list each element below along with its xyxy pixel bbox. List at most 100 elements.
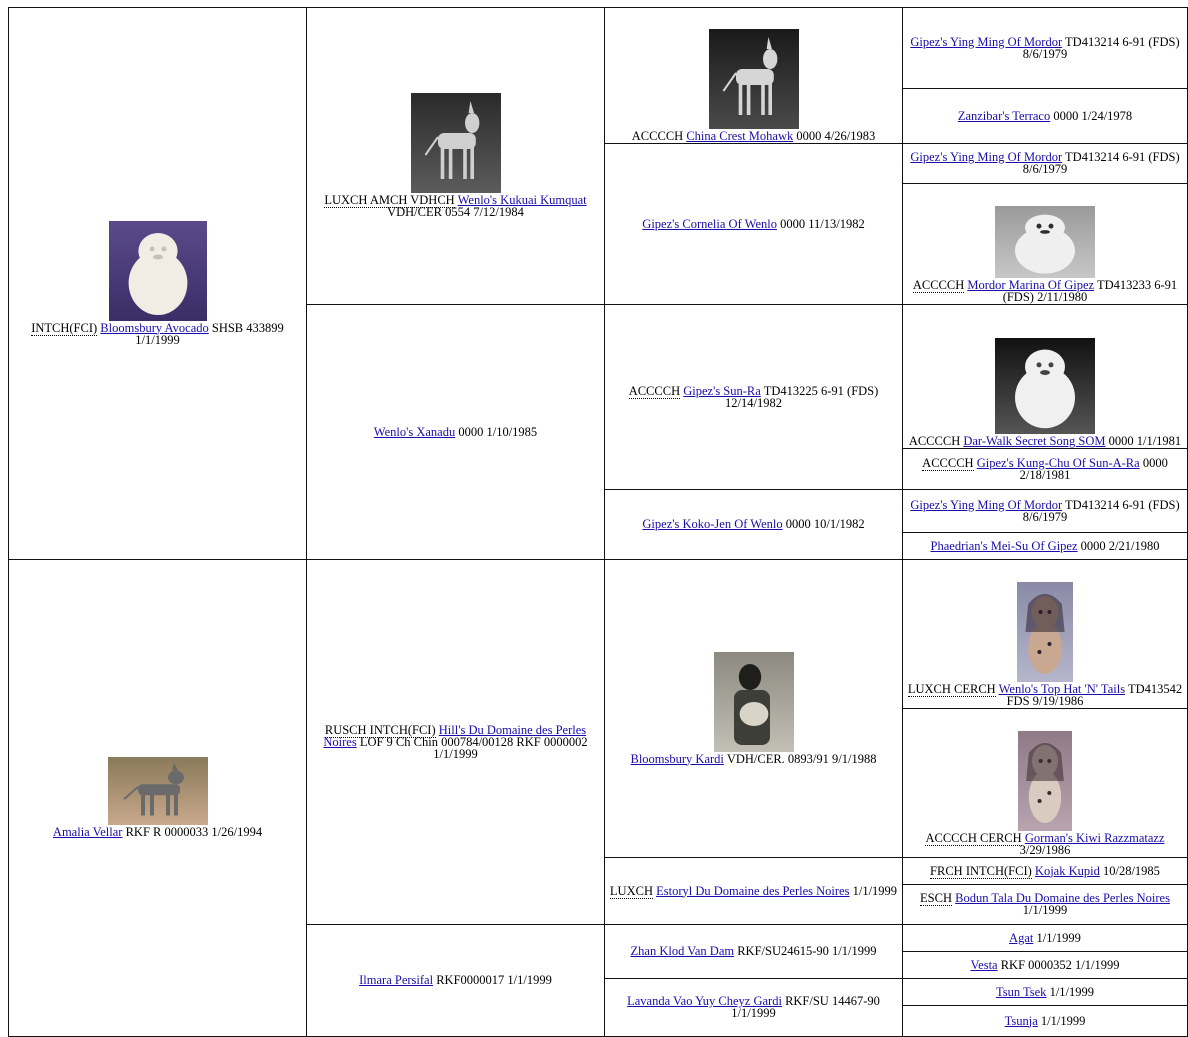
dog-titles: ACCCCH [631,129,684,144]
dog-name-link[interactable]: Gipez's Ying Ming Of Mordor [910,34,1063,49]
pedigree-cell-agat: Agat 1/1/1999 [902,924,1188,952]
china-crest-mohawk-photo[interactable] [708,29,799,130]
dog-name-link[interactable]: Lavanda Vao Yuy Cheyz Gardi [627,994,782,1008]
dog-name-link[interactable]: Tsunja [1004,1013,1038,1028]
dog-name-link[interactable]: Estoryl Du Domaine des Perles Noires [656,883,850,898]
dog-entry: Bloomsbury Kardi VDH/CER. 0893/91 9/1/19… [630,751,877,766]
dog-name-link[interactable]: Gipez's Cornelia Of Wenlo [642,216,777,231]
dog-entry: INTCH(FCI) Bloomsbury Avocado SHSB 43389… [12,320,303,347]
dog-titles: ACCCCH CERCH [925,831,1022,846]
dog-details: 0000 11/13/1982 [780,216,865,231]
dog-details: 1/1/1999 [852,883,898,898]
pedigree-cell-kojak-kupid: FRCH INTCH(FCI) Kojak Kupid 10/28/1985 [902,857,1188,885]
dog-details: 3/29/1986 [1019,843,1071,857]
dog-details: TD413542 FDS 9/19/1986 [1006,682,1183,708]
dog-name-link[interactable]: Agat [1009,930,1034,945]
dog-details: RKF 0000352 1/1/1999 [1000,957,1120,972]
dog-entry: ACCCCH CERCH Gorman's Kiwi Razzmatazz 3/… [906,831,1184,857]
dog-details: 1/1/1999 [1049,984,1095,999]
dog-entry: LUXCH AMCH VDHCH Wenlo's Kukuai Kumquat … [310,193,601,218]
pedigree-cell-estoryl-du-domaine-des-perles-noires: LUXCH Estoryl Du Domaine des Perles Noir… [604,857,903,925]
dog-details: 0000 10/1/1982 [785,517,865,531]
dog-details: 0000 1/24/1978 [1053,108,1133,123]
dog-name-link[interactable]: Amalia Vellar [52,825,123,839]
dog-entry: RUSCH INTCH(FCI) Hill's Du Domaine des P… [310,722,601,761]
dog-details: RKF/SU24615-90 1/1/1999 [737,944,877,958]
dog-entry: Zanzibar's Terraco 0000 1/24/1978 [957,108,1133,123]
pedigree-cell-dar-walk-secret-song-som: ACCCCH Dar-Walk Secret Song SOM 0000 1/1… [902,304,1188,449]
dog-details: 1/1/1999 [1022,903,1068,917]
dog-titles: ESCH [920,891,952,906]
dog-name-link[interactable]: Tsun Tsek [995,984,1047,999]
pedigree-cell-vesta: Vesta RKF 0000352 1/1/1999 [902,951,1188,979]
dog-entry: Phaedrian's Mei-Su Of Gipez 0000 2/21/19… [930,538,1160,553]
dog-details: SHSB 433899 1/1/1999 [135,320,284,347]
dog-entry: Gipez's Ying Ming Of Mordor TD413214 6-9… [906,150,1184,176]
dog-titles: ACCCCH [922,455,974,471]
pedigree-cell-bodun-tala-du-domaine-des-perles-noires: ESCH Bodun Tala Du Domaine des Perles No… [902,884,1188,925]
dog-name-link[interactable]: Wenlo's Xanadu [373,424,456,439]
pedigree-cell-tsun-tsek: Tsun Tsek 1/1/1999 [902,978,1188,1006]
dog-name-link[interactable]: Bloomsbury Avocado [100,320,209,335]
dog-details: TD413214 6-91 (FDS) 8/6/1979 [1022,34,1180,61]
dog-name-link[interactable]: Gipez's Ying Ming Of Mordor [910,150,1063,164]
dog-name-link[interactable]: Gipez's Sun-Ra [683,383,761,398]
dog-name-link[interactable]: Zanzibar's Terraco [957,108,1051,123]
kiwi-razzmatazz-photo[interactable] [1018,731,1072,832]
dog-name-link[interactable]: Mordor Marina Of Gipez [967,278,1095,292]
pedigree-cell-zanzibar-s-terraco: Zanzibar's Terraco 0000 1/24/1978 [902,88,1188,144]
pedigree-cell-tsunja: Tsunja 1/1/1999 [902,1005,1188,1037]
amalia-vellar-photo[interactable] [107,757,208,826]
dog-titles: INTCH(FCI) [31,320,98,336]
dog-name-link[interactable]: Gipez's Kung-Chu Of Sun-A-Ra [976,455,1140,470]
pedigree-cell-lavanda-vao-yuy-cheyz-gardi: Lavanda Vao Yuy Cheyz Gardi RKF/SU 14467… [604,978,903,1037]
dog-name-link[interactable]: Gipez's Ying Ming Of Mordor [910,497,1063,512]
dog-entry: Agat 1/1/1999 [1009,930,1081,945]
dog-entry: ESCH Bodun Tala Du Domaine des Perles No… [906,891,1184,917]
dog-name-link[interactable]: Vesta [970,957,998,972]
dog-name-link[interactable]: Dar-Walk Secret Song SOM [963,434,1106,448]
dog-name-link[interactable]: Wenlo's Kukuai Kumquat [457,193,587,207]
dog-name-link[interactable]: Kojak Kupid [1034,863,1100,878]
mordor-marina-photo[interactable] [995,206,1095,279]
dog-entry: ACCCCH Dar-Walk Secret Song SOM 0000 1/1… [908,434,1182,449]
dog-name-link[interactable]: Gorman's Kiwi Razzmatazz [1024,831,1165,845]
kukuai-kumquat-photo[interactable] [410,93,501,194]
dog-details: 0000 1/1/1981 [1108,434,1182,448]
dog-titles: FRCH INTCH(FCI) [930,863,1032,879]
dog-name-link[interactable]: Gipez's Koko-Jen Of Wenlo [642,517,783,531]
bloomsbury-kardi-photo[interactable] [713,651,794,753]
dog-titles: LUXCH CERCH [907,682,996,697]
pedigree-cell-gipez-s-ying-ming-of-mordor: Gipez's Ying Ming Of Mordor TD413214 6-9… [902,489,1188,533]
dog-name-link[interactable]: Zhan Klod Van Dam [630,944,735,958]
pedigree-cell-wenlo-s-top-hat-n-tails: LUXCH CERCH Wenlo's Top Hat 'N' Tails TD… [902,559,1188,709]
dog-name-link[interactable]: China Crest Mohawk [686,129,794,143]
pedigree-cell-gipez-s-koko-jen-of-wenlo: Gipez's Koko-Jen Of Wenlo 0000 10/1/1982 [604,489,903,560]
dog-entry: Ilmara Persifal RKF0000017 1/1/1999 [359,973,552,987]
dog-name-link[interactable]: Bodun Tala Du Domaine des Perles Noires [955,891,1170,905]
dog-name-link[interactable]: Bloomsbury Kardi [630,751,724,766]
pedigree-cell-wenlo-s-kukuai-kumquat: LUXCH AMCH VDHCH Wenlo's Kukuai Kumquat … [306,7,605,305]
dog-entry: ACCCCH Gipez's Sun-Ra TD413225 6-91 (FDS… [608,383,899,410]
pedigree-cell-gipez-s-sun-ra: ACCCCH Gipez's Sun-Ra TD413225 6-91 (FDS… [604,304,903,490]
dog-name-link[interactable]: Hill's Du Domaine des Perles Noires [323,722,587,749]
bloomsbury-avocado-photo[interactable] [108,220,207,322]
pedigree-cell-gorman-s-kiwi-razzmatazz: ACCCCH CERCH Gorman's Kiwi Razzmatazz 3/… [902,708,1188,858]
dog-details: LOF 9 Ch Chin 000784/00128 RKF 0000002 1… [359,734,588,761]
top-hat-n-tails-photo[interactable] [1017,582,1073,683]
dog-entry: Gipez's Koko-Jen Of Wenlo 0000 10/1/1982 [642,517,865,531]
dog-details: 0000 4/26/1983 [796,129,876,143]
dog-name-link[interactable]: Phaedrian's Mei-Su Of Gipez [930,538,1078,553]
pedigree-cell-ilmara-persifal: Ilmara Persifal RKF0000017 1/1/1999 [306,924,605,1037]
dar-walk-secret-song-photo[interactable] [995,338,1095,435]
dog-details: TD413225 6-91 (FDS) 12/14/1982 [725,383,879,410]
pedigree-cell-mordor-marina-of-gipez: ACCCCH Mordor Marina Of Gipez TD413233 6… [902,183,1188,305]
dog-entry: Gipez's Ying Ming Of Mordor TD413214 6-9… [906,497,1184,523]
dog-entry: ACCCCH Gipez's Kung-Chu Of Sun-A-Ra 0000… [906,455,1184,481]
dog-name-link[interactable]: Wenlo's Top Hat 'N' Tails [998,682,1126,696]
dog-name-link[interactable]: Ilmara Persifal [359,973,434,987]
dog-entry: Wenlo's Xanadu 0000 1/10/1985 [373,424,537,439]
pedigree-cell-hill-s-du-domaine-des-perles-noires: RUSCH INTCH(FCI) Hill's Du Domaine des P… [306,559,605,925]
dog-details: 10/28/1985 [1102,863,1160,878]
dog-entry: Lavanda Vao Yuy Cheyz Gardi RKF/SU 14467… [608,994,899,1020]
